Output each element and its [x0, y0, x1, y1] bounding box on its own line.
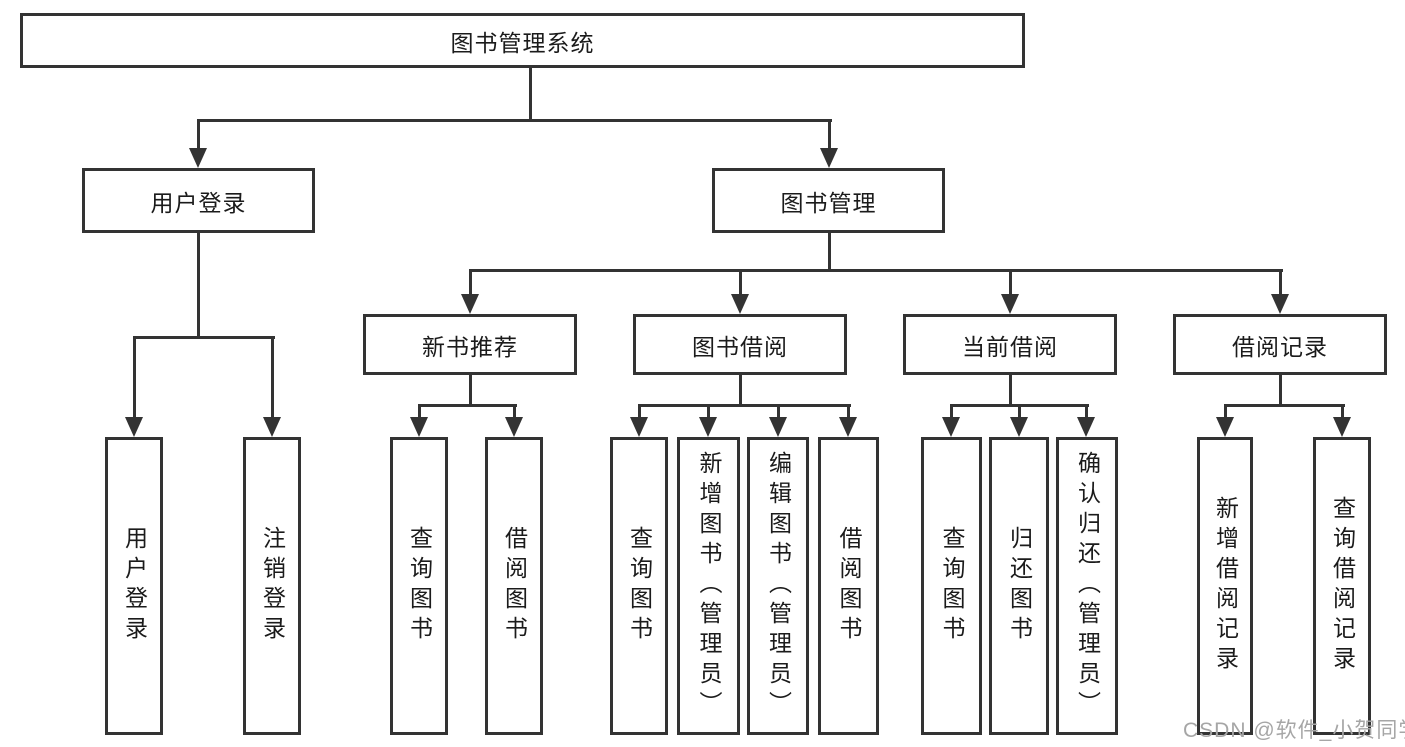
connector-arrowhead: [189, 148, 207, 168]
connector-line: [468, 375, 472, 406]
connector-arrowhead: [839, 417, 857, 437]
connector-arrowhead: [1333, 417, 1351, 437]
connector-arrowhead: [1077, 417, 1095, 437]
leaf-logout: 注销登录: [243, 437, 301, 735]
connector-arrow-stem: [512, 405, 516, 417]
connector-arrowhead: [1010, 417, 1028, 437]
node-new-book-recommend: 新书推荐: [363, 314, 577, 375]
connector-line: [827, 233, 831, 271]
connector-line: [528, 68, 532, 121]
leaf-user-login: 用户登录: [105, 437, 163, 735]
watermark: CSDN @软件_小贺同学: [1183, 719, 1405, 742]
connector-arrow-stem: [637, 405, 641, 417]
connector-arrowhead: [699, 417, 717, 437]
connector-line: [738, 375, 742, 406]
connector-line: [132, 335, 275, 339]
leaf-recommend-query-book: 查询图书: [390, 437, 448, 735]
connector-arrowhead: [410, 417, 428, 437]
leaf-add-book-admin: 新增图书（管理员）: [677, 437, 740, 735]
connector-arrow-stem: [468, 270, 472, 294]
connector-line: [196, 233, 200, 338]
leaf-return-book: 归还图书: [989, 437, 1049, 735]
node-current-borrow: 当前借阅: [903, 314, 1117, 375]
connector-line: [468, 268, 1283, 272]
connector-arrowhead: [820, 148, 838, 168]
connector-arrow-stem: [270, 337, 274, 417]
connector-arrowhead: [630, 417, 648, 437]
connector-arrowhead: [1216, 417, 1234, 437]
connector-arrowhead: [505, 417, 523, 437]
leaf-query-borrow-record: 查询借阅记录: [1313, 437, 1371, 735]
connector-arrow-stem: [827, 120, 831, 148]
connector-arrowhead: [1001, 294, 1019, 314]
connector-arrow-stem: [846, 405, 850, 417]
connector-line: [1223, 403, 1345, 407]
connector-arrowhead: [769, 417, 787, 437]
connector-arrowhead: [263, 417, 281, 437]
connector-arrow-stem: [417, 405, 421, 417]
connector-arrow-stem: [1278, 270, 1282, 294]
connector-line: [417, 403, 517, 407]
connector-line: [196, 118, 832, 122]
connector-arrow-stem: [1017, 405, 1021, 417]
connector-arrow-stem: [1008, 270, 1012, 294]
node-user-login: 用户登录: [82, 168, 315, 233]
connector-arrowhead: [1271, 294, 1289, 314]
connector-arrow-stem: [196, 120, 200, 148]
connector-arrowhead: [461, 294, 479, 314]
leaf-current-query-book: 查询图书: [921, 437, 982, 735]
connector-arrow-stem: [738, 270, 742, 294]
connector-arrowhead: [942, 417, 960, 437]
leaf-add-borrow-record: 新增借阅记录: [1197, 437, 1253, 735]
connector-arrow-stem: [706, 405, 710, 417]
leaf-edit-book-admin: 编辑图书（管理员）: [747, 437, 809, 735]
connector-arrow-stem: [1340, 405, 1344, 417]
connector-arrow-stem: [132, 337, 136, 417]
connector-line: [637, 403, 851, 407]
connector-line: [1008, 375, 1012, 406]
leaf-borrow-query-book: 查询图书: [610, 437, 668, 735]
connector-arrow-stem: [949, 405, 953, 417]
connector-line: [1278, 375, 1282, 406]
connector-arrow-stem: [1084, 405, 1088, 417]
connector-arrowhead: [125, 417, 143, 437]
leaf-recommend-borrow-book: 借阅图书: [485, 437, 543, 735]
connector-arrowhead: [731, 294, 749, 314]
node-book-management: 图书管理: [712, 168, 945, 233]
node-root: 图书管理系统: [20, 13, 1025, 68]
leaf-borrow-book: 借阅图书: [818, 437, 879, 735]
node-book-borrow: 图书借阅: [633, 314, 847, 375]
leaf-confirm-return-admin: 确认归还（管理员）: [1056, 437, 1118, 735]
connector-arrow-stem: [776, 405, 780, 417]
connector-arrow-stem: [1223, 405, 1227, 417]
node-borrow-records: 借阅记录: [1173, 314, 1387, 375]
